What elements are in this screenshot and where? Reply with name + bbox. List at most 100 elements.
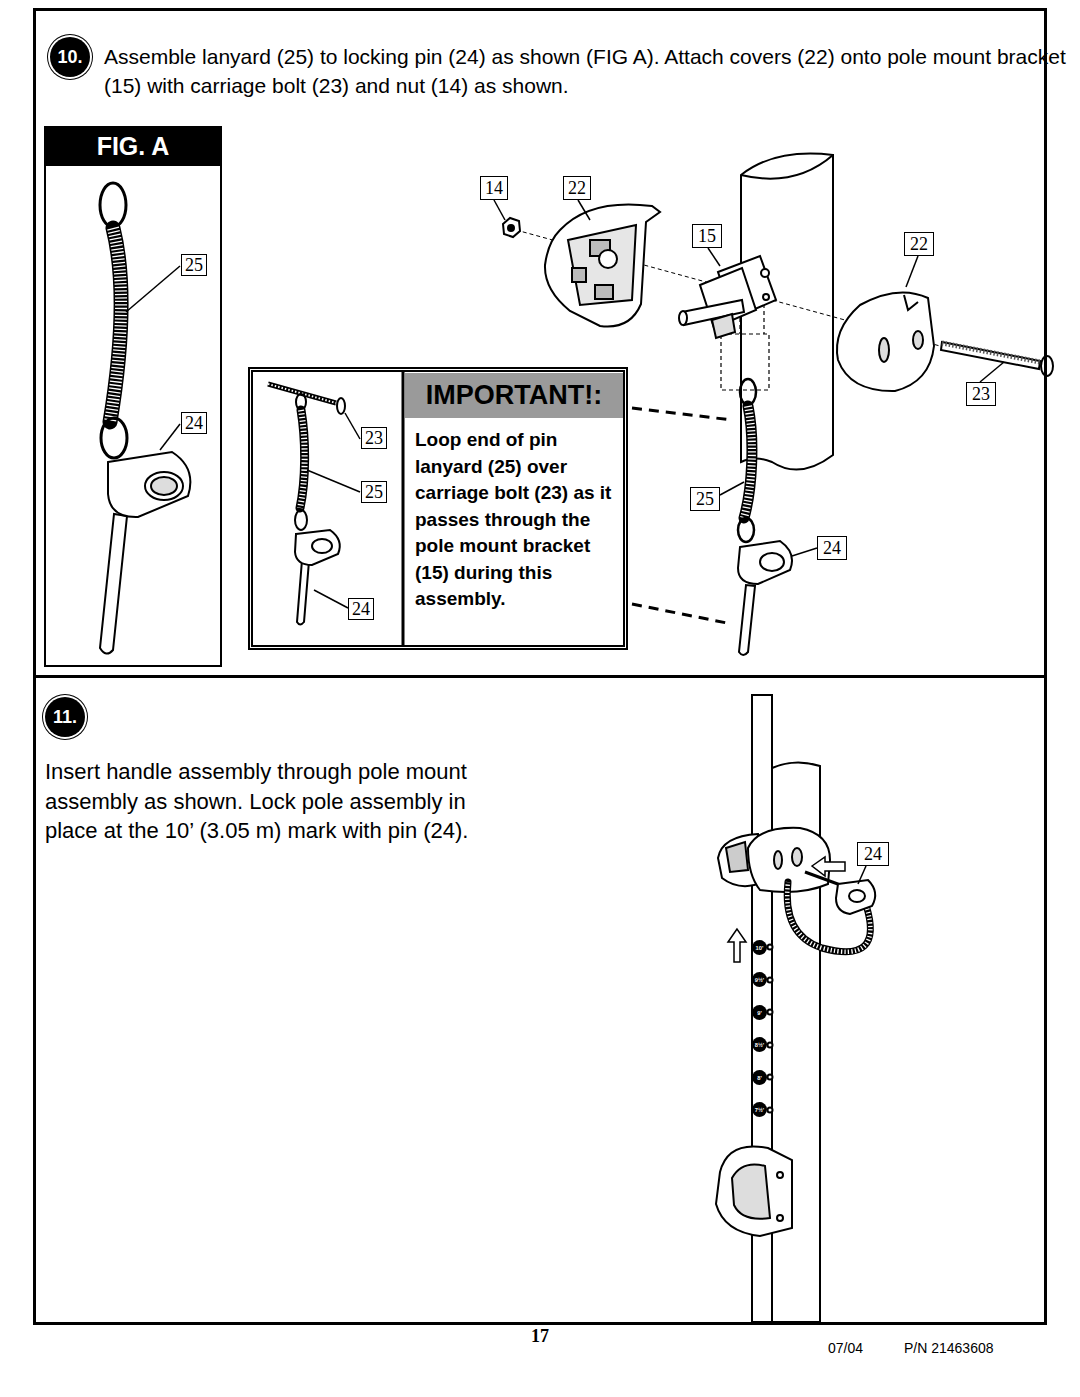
left-cover (595, 285, 613, 299)
height-mark: 7½' (752, 1102, 767, 1117)
inset-pin (297, 560, 309, 625)
pole-pin (760, 553, 784, 571)
inset-bolt-lanyard (295, 510, 307, 530)
nut (508, 225, 514, 231)
handle (716, 1146, 792, 1236)
leader-line (980, 362, 1004, 382)
fig-a-pin (145, 472, 183, 500)
heading-text: IMPORTANT!: (405, 373, 623, 418)
right-cover (879, 338, 889, 362)
callout-dashes (632, 604, 732, 624)
carriage-bolt (941, 342, 1040, 369)
fig-a-lanyard (126, 266, 180, 312)
left-cover (568, 225, 636, 305)
left-cover (545, 204, 660, 326)
figure-box: FIG. A 25 24 (44, 126, 222, 667)
pole-mount-assembly (792, 848, 802, 866)
carriage-bolt (1041, 356, 1053, 376)
lock-pin (849, 890, 865, 902)
node-label: 23 (362, 428, 386, 448)
left-cover (599, 250, 617, 268)
step-badge: 10. (50, 37, 90, 77)
right-cover (904, 295, 918, 310)
nut (503, 218, 520, 237)
date-code: 07/04 (828, 1340, 863, 1356)
carriage-bolt (942, 343, 1040, 362)
inset-pin (312, 539, 332, 553)
pole-lanyard (738, 379, 756, 542)
callout-number: 24 (181, 412, 207, 434)
leader-line (720, 482, 744, 495)
callout-number: 22 (563, 176, 591, 200)
pole-assembly (768, 1043, 773, 1048)
node-label: 22 (564, 177, 590, 199)
fig-a-lanyard (110, 228, 121, 422)
inset-bolt-lanyard (314, 590, 348, 608)
direction-arrow (812, 857, 845, 876)
leader-line (494, 200, 505, 220)
height-mark: 8½' (752, 1037, 767, 1052)
callout-number: 25 (181, 254, 207, 276)
node-label: 9½' (752, 972, 767, 987)
inset-bolt-lanyard (300, 410, 305, 508)
callout-dashes (632, 408, 732, 624)
callout-number: 23 (966, 382, 996, 406)
node-label: 24 (858, 843, 888, 865)
node-label: 24 (349, 599, 373, 619)
callout-number: 25 (361, 481, 387, 503)
fig-a-lanyard (101, 418, 127, 458)
node-label: 10. (50, 37, 90, 77)
node-label: 11. (45, 697, 85, 737)
lock-pin (858, 866, 866, 884)
callout-number: 24 (857, 842, 889, 866)
handle (777, 1172, 783, 1178)
fig-a-pin (100, 452, 190, 654)
pole (741, 155, 833, 179)
carriage-bolt (941, 342, 1053, 376)
pole-pin (739, 585, 755, 655)
fig-a-lanyard (160, 424, 180, 450)
nut (503, 218, 520, 237)
part-number: P/N 21463608 (904, 1340, 994, 1356)
inset-bolt-lanyard (345, 413, 360, 439)
pole-pin (738, 541, 792, 584)
callout-number: 24 (348, 598, 374, 620)
node-label: 8' (752, 1070, 767, 1085)
pole-lanyard (738, 518, 754, 542)
pole-assembly (768, 1010, 773, 1015)
callout-number: 23 (361, 427, 387, 449)
handle (777, 1215, 783, 1221)
node-label: 25 (691, 488, 719, 510)
right-cover (913, 331, 923, 349)
pole-assembly (768, 978, 773, 983)
pole-mount-bracket (761, 269, 769, 277)
callout-number: 14 (480, 176, 508, 200)
leader-line (708, 248, 720, 266)
node-label: 15 (693, 225, 721, 247)
height-mark: 9' (752, 1005, 767, 1020)
step-panel: Assemble lanyard (25) to locking pin (24… (33, 8, 1047, 678)
right-cover (837, 292, 934, 391)
fig-a-lanyard (100, 183, 126, 227)
fig-a-pin (100, 514, 127, 654)
node-label: 8½' (752, 1037, 767, 1052)
inset-bolt-lanyard (337, 398, 345, 414)
inset-bolt-lanyard (268, 384, 360, 608)
node-label: 25 (362, 482, 386, 502)
callout-number: 15 (692, 224, 722, 248)
instruction-text: Insert handle assembly through pole moun… (45, 757, 497, 846)
fig-a-pin (151, 477, 177, 495)
direction-arrow (728, 857, 845, 962)
left-cover (545, 204, 660, 326)
handle (716, 1146, 792, 1236)
node-label: 10' (752, 940, 767, 955)
instruction-text: Assemble lanyard (25) to locking pin (24… (104, 42, 1066, 100)
node-label: 24 (818, 537, 846, 559)
heading-text: FIG. A (44, 126, 222, 166)
pole-lanyard (744, 406, 752, 518)
callout-number: 24 (817, 536, 847, 560)
leader-line (792, 548, 817, 556)
bracket-outline (721, 334, 769, 390)
